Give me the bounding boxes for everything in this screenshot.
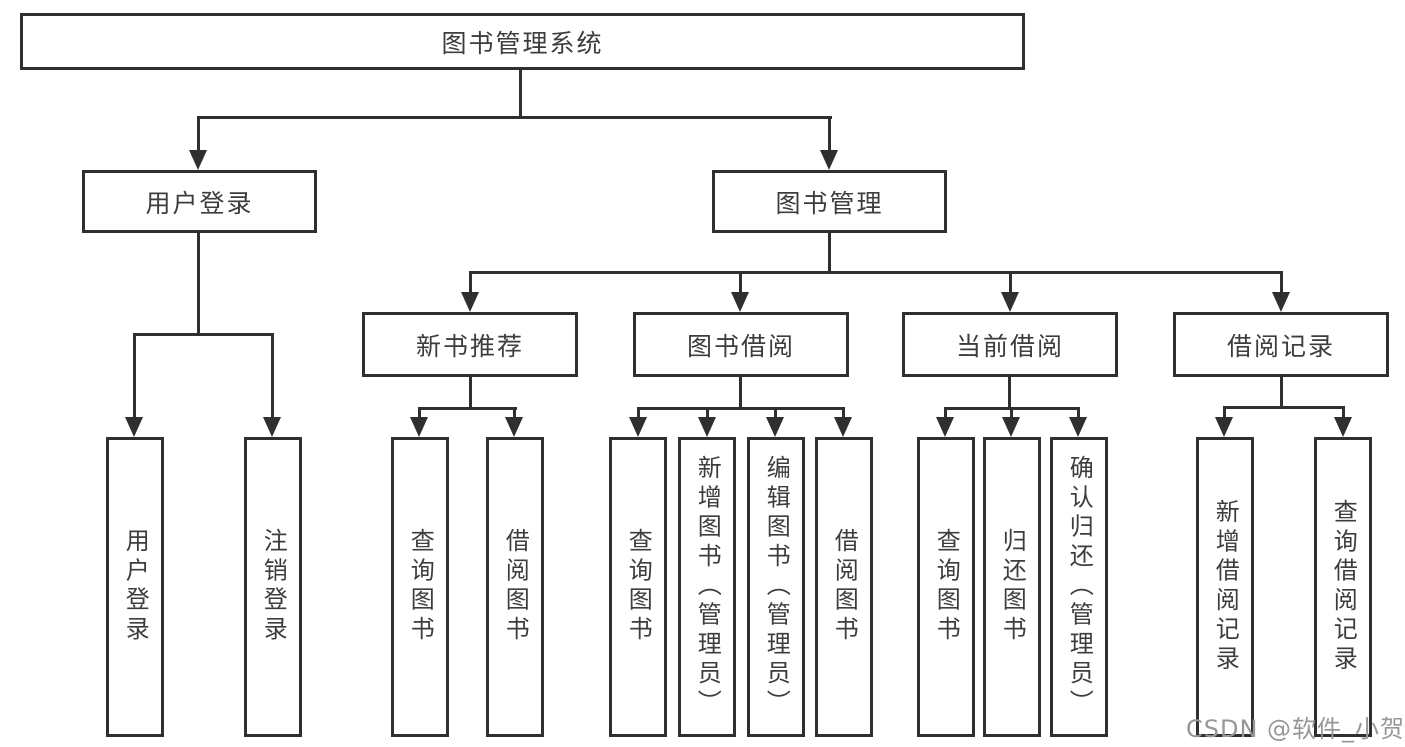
- arrow-down-icon: [410, 417, 428, 437]
- connector-line: [739, 377, 742, 410]
- node-label: 用户登录: [121, 528, 150, 646]
- connector-line: [1342, 406, 1345, 419]
- leaf-confirm-return-admin: 确认归还（管理员）: [1050, 437, 1108, 737]
- node-label: 当前借阅: [955, 331, 1064, 361]
- node-book-management: 图书管理: [712, 170, 947, 233]
- arrow-down-icon: [629, 417, 647, 437]
- connector-line: [637, 407, 845, 410]
- connector-line: [1280, 271, 1283, 294]
- leaf-edit-book-admin: 编辑图书（管理员）: [747, 437, 805, 737]
- node-label: 借阅记录: [1226, 331, 1335, 361]
- arrow-down-icon: [1215, 417, 1233, 437]
- arrow-down-icon: [1334, 417, 1352, 437]
- arrow-down-icon: [766, 417, 784, 437]
- leaf-query-books-recommend: 查询图书: [391, 437, 449, 737]
- connector-line: [1077, 407, 1080, 419]
- node-label: 查询图书: [624, 528, 653, 646]
- node-new-book-recommendation: 新书推荐: [362, 312, 578, 377]
- connector-line: [469, 271, 472, 294]
- leaf-query-books-borrowing: 查询图书: [609, 437, 667, 737]
- connector-line: [133, 333, 274, 336]
- node-label: 图书管理: [775, 188, 884, 218]
- connector-line: [739, 271, 742, 294]
- node-current-borrowing: 当前借阅: [902, 312, 1118, 377]
- connector-line: [519, 70, 522, 118]
- leaf-borrow-books-borrowing: 借阅图书: [815, 437, 873, 737]
- node-label: 借阅图书: [830, 528, 859, 646]
- connector-line: [1010, 407, 1013, 419]
- node-label: 查询图书: [406, 528, 435, 646]
- connector-line: [706, 407, 709, 419]
- leaf-user-login: 用户登录: [106, 437, 164, 737]
- connector-line: [774, 407, 777, 419]
- connector-line: [637, 407, 640, 419]
- connector-line: [828, 116, 831, 152]
- connector-line: [1223, 406, 1226, 419]
- connector-line: [197, 233, 200, 336]
- arrow-down-icon: [1002, 417, 1020, 437]
- leaf-add-book-admin: 新增图书（管理员）: [678, 437, 736, 737]
- arrow-down-icon: [698, 417, 716, 437]
- arrow-down-icon: [189, 150, 207, 170]
- node-label: 用户登录: [145, 188, 254, 218]
- connector-line: [197, 116, 200, 152]
- arrow-down-icon: [263, 417, 281, 437]
- connector-line: [842, 407, 845, 419]
- leaf-add-borrow-record: 新增借阅记录: [1196, 437, 1254, 737]
- leaf-borrow-books-recommend: 借阅图书: [486, 437, 544, 737]
- leaf-query-borrow-record: 查询借阅记录: [1314, 437, 1372, 737]
- connector-line: [469, 271, 1283, 274]
- node-label: 注销登录: [259, 528, 288, 646]
- arrow-down-icon: [834, 417, 852, 437]
- node-label: 新增借阅记录: [1211, 499, 1240, 675]
- arrow-down-icon: [505, 417, 523, 437]
- node-label: 归还图书: [998, 528, 1027, 646]
- node-label: 借阅图书: [501, 528, 530, 646]
- node-book-borrowing: 图书借阅: [633, 312, 849, 377]
- connector-line: [271, 333, 274, 419]
- connector-line: [133, 333, 136, 419]
- arrow-down-icon: [125, 417, 143, 437]
- arrow-down-icon: [461, 292, 479, 312]
- connector-line: [418, 407, 517, 410]
- arrow-down-icon: [731, 292, 749, 312]
- connector-line: [1280, 377, 1283, 409]
- arrow-down-icon: [820, 150, 838, 170]
- node-label: 新增图书（管理员）: [693, 455, 722, 719]
- node-label: 确认归还（管理员）: [1065, 455, 1094, 719]
- node-label: 图书借阅: [686, 331, 795, 361]
- arrow-down-icon: [1069, 417, 1087, 437]
- node-label: 查询借阅记录: [1329, 499, 1358, 675]
- connector-line: [1009, 271, 1012, 294]
- node-label: 查询图书: [932, 528, 961, 646]
- watermark: CSDN @软件_小贺同学: [1186, 715, 1405, 743]
- connector-line: [1223, 406, 1345, 409]
- connector-line: [828, 233, 831, 274]
- leaf-logout: 注销登录: [244, 437, 302, 737]
- arrow-down-icon: [1272, 292, 1290, 312]
- connector-line: [944, 407, 947, 419]
- connector-line: [418, 407, 421, 419]
- connector-line: [513, 407, 516, 419]
- arrow-down-icon: [1001, 292, 1019, 312]
- node-borrowing-records: 借阅记录: [1173, 312, 1389, 377]
- connector-line: [1008, 377, 1011, 410]
- node-library-management-system: 图书管理系统: [20, 13, 1025, 70]
- arrow-down-icon: [936, 417, 954, 437]
- connector-line: [469, 377, 472, 410]
- node-label: 图书管理系统: [441, 28, 604, 58]
- node-label: 编辑图书（管理员）: [762, 455, 791, 719]
- connector-line: [197, 116, 832, 119]
- node-label: 新书推荐: [415, 331, 524, 361]
- node-user-login: 用户登录: [82, 170, 317, 233]
- leaf-return-book: 归还图书: [983, 437, 1041, 737]
- leaf-query-books-current: 查询图书: [917, 437, 975, 737]
